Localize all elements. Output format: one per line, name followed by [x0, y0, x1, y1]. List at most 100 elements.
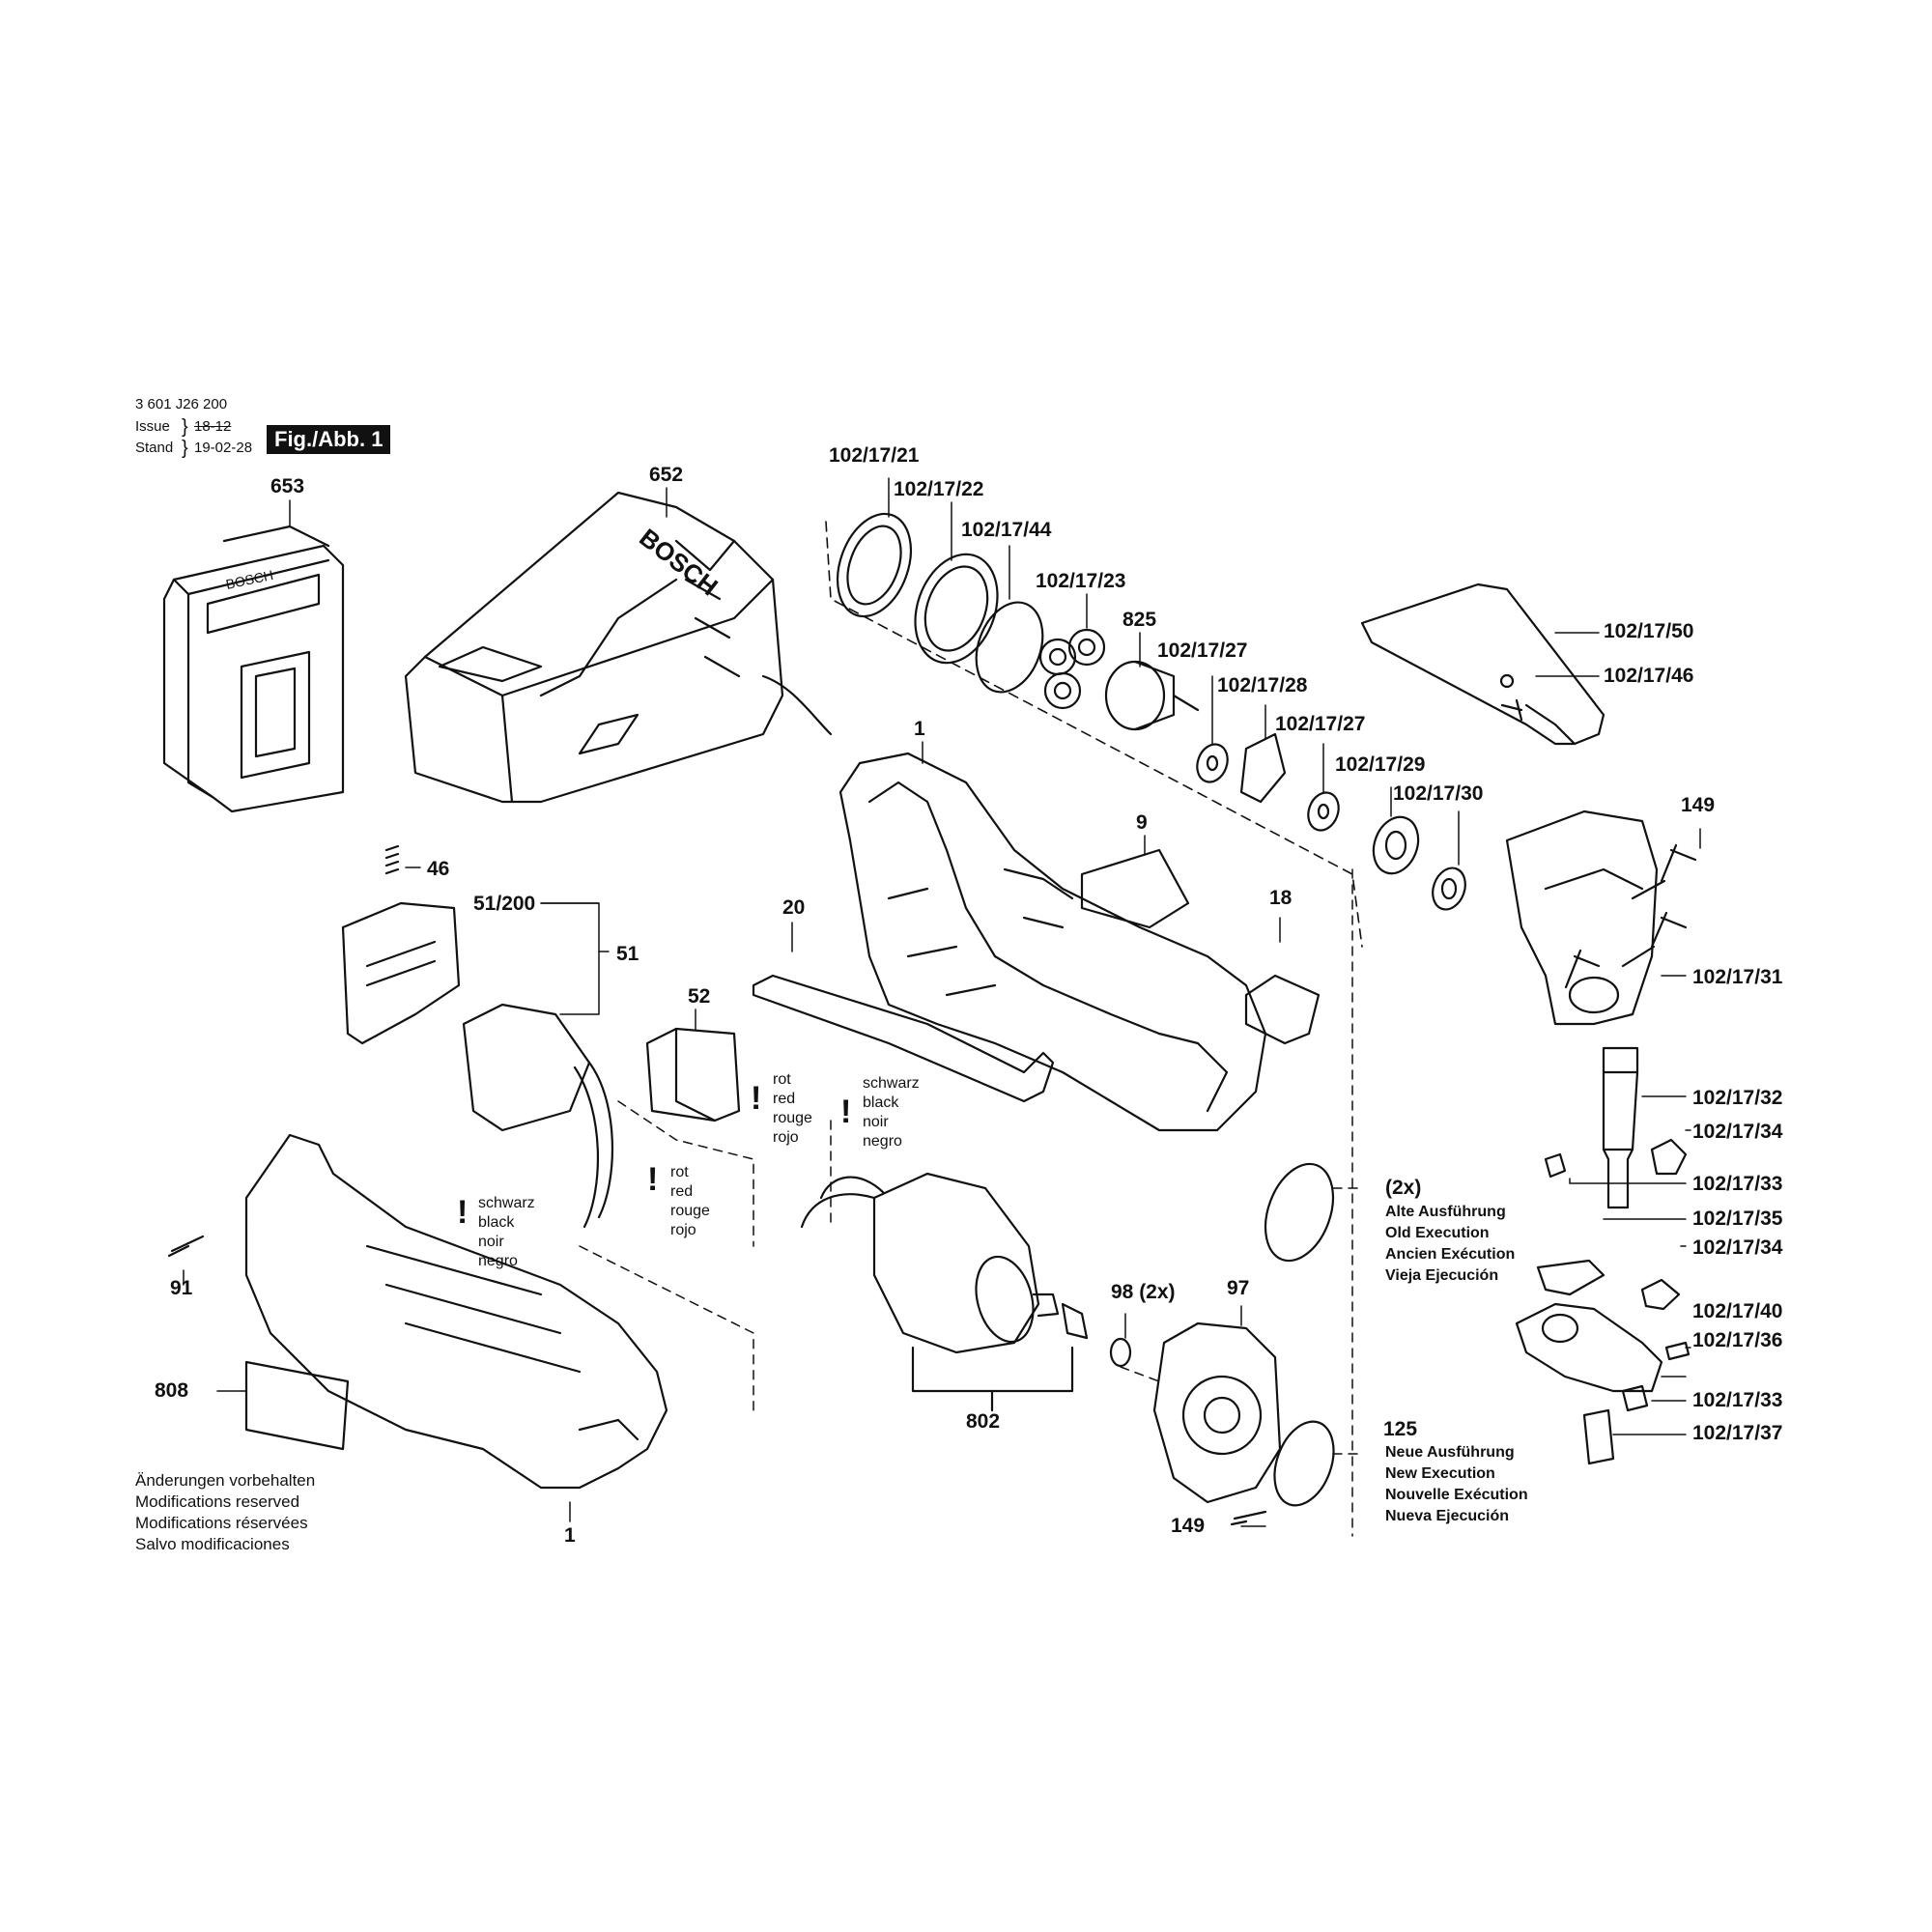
wire-black-motor-es: negro	[863, 1133, 902, 1150]
part-91: 91	[170, 1277, 193, 1299]
angle-head	[1505, 810, 1659, 1026]
new-execution-de: Neue Ausführung	[1385, 1444, 1515, 1461]
assembly-lines	[579, 868, 1363, 1537]
wire-black-fr: noir	[478, 1234, 504, 1250]
brace-icon-2: }	[182, 438, 188, 459]
part-102-17-46: 102/17/46	[1604, 665, 1694, 687]
wire-label-red-left: rot red rouge rojo	[670, 1163, 710, 1240]
bracket-51-200	[341, 901, 461, 1045]
die-plate-102-17-35	[1536, 1259, 1605, 1296]
motor-bracket-line	[911, 1346, 1074, 1393]
part-102-17-33b: 102/17/33	[1692, 1389, 1783, 1411]
new-execution-en: New Execution	[1385, 1465, 1495, 1482]
brace-icon: }	[182, 416, 188, 438]
screw-149-b	[1621, 911, 1688, 968]
part-102-17-27b: 102/17/27	[1275, 713, 1366, 735]
switch-51	[462, 1003, 614, 1229]
footer-notes: Änderungen vorbehalten Modifications res…	[135, 1470, 315, 1555]
doc-number: 3 601 J26 200	[135, 396, 228, 412]
part-102-17-37: 102/17/37	[1692, 1422, 1783, 1444]
slider-18	[1244, 974, 1321, 1045]
part-102-17-40: 102/17/40	[1692, 1300, 1783, 1322]
wire-label-red-motor: rot red rouge rojo	[773, 1070, 812, 1148]
motor	[800, 1172, 1089, 1354]
wire-black-motor-en: black	[863, 1094, 899, 1111]
wire-red-motor-de: rot	[773, 1071, 791, 1088]
part-51: 51	[616, 943, 639, 965]
part-149-top: 149	[1681, 794, 1716, 816]
charger-652: BOSCH	[404, 491, 833, 804]
part-102-17-30: 102/17/30	[1393, 782, 1484, 805]
part-9: 9	[1136, 811, 1148, 834]
screw-149-a	[1631, 843, 1697, 900]
part-46: 46	[427, 858, 450, 880]
battery-pack-653: BOSCH	[162, 525, 345, 813]
label-808	[244, 1360, 350, 1451]
old-die-disc	[1264, 1162, 1335, 1263]
housing-half-top	[838, 752, 1267, 1132]
warning-icon-red-left: !	[647, 1161, 659, 1198]
old-execution-es: Vieja Ejecución	[1385, 1267, 1499, 1284]
component-52	[645, 1027, 741, 1122]
part-102-17-34a: 102/17/34	[1692, 1121, 1783, 1143]
blade-102-17-34a	[1650, 1138, 1688, 1176]
part-20: 20	[782, 896, 806, 919]
old-execution-en: Old Execution	[1385, 1225, 1490, 1241]
wire-black-motor-fr: noir	[863, 1114, 889, 1130]
spring-46	[384, 844, 400, 875]
part-102-17-31: 102/17/31	[1692, 966, 1783, 988]
label-9	[1080, 848, 1190, 929]
wire-red-de: rot	[670, 1164, 689, 1180]
switch-rod-20	[752, 974, 1055, 1103]
stand-label: Stand	[135, 440, 174, 456]
screw-102-17-40	[1664, 1341, 1690, 1361]
gear-housing-97	[1152, 1321, 1282, 1504]
leader-lines	[183, 477, 1701, 1527]
issue-label: Issue	[135, 418, 170, 435]
part-18: 18	[1269, 887, 1293, 909]
part-102-17-27a: 102/17/27	[1157, 639, 1248, 662]
part-102-17-34b: 102/17/34	[1692, 1236, 1783, 1259]
part-102-17-36: 102/17/36	[1692, 1329, 1783, 1351]
new-execution-note: Neue Ausführung New Execution Nouvelle E…	[1385, 1442, 1528, 1527]
part-1-bottom: 1	[564, 1524, 576, 1547]
figure-label: Fig./Abb. 1	[267, 425, 391, 454]
part-1-top: 1	[914, 718, 925, 740]
part-102-17-44: 102/17/44	[961, 519, 1052, 541]
screw-149-bottom	[1230, 1510, 1267, 1526]
screw-149-c	[1564, 949, 1601, 989]
wire-red-en: red	[670, 1183, 694, 1200]
part-652: 652	[649, 464, 684, 486]
screw-102-17-33b	[1621, 1384, 1649, 1412]
part-825: 825	[1122, 609, 1157, 631]
wire-label-black-left: schwarz black noir negro	[478, 1194, 535, 1271]
wire-black-en: black	[478, 1214, 515, 1231]
warning-icon-black-left: !	[457, 1194, 469, 1231]
wire-black-es: negro	[478, 1253, 518, 1269]
wire-red-motor-es: rojo	[773, 1129, 799, 1146]
part-102-17-32: 102/17/32	[1692, 1087, 1783, 1109]
screw-91	[167, 1235, 205, 1258]
warning-icon-black-motor: !	[840, 1094, 852, 1130]
cover-plate	[1360, 582, 1605, 746]
new-execution-fr: Nouvelle Exécution	[1385, 1487, 1528, 1503]
wire-black-de: schwarz	[478, 1195, 535, 1211]
old-execution-de: Alte Ausführung	[1385, 1204, 1506, 1220]
charger-logo: BOSCH	[634, 523, 723, 601]
part-2x: (2x)	[1385, 1177, 1422, 1199]
part-102-17-28: 102/17/28	[1217, 674, 1308, 696]
part-102-17-23: 102/17/23	[1036, 570, 1126, 592]
die-holder	[1515, 1302, 1663, 1393]
washer-98	[1109, 1337, 1132, 1368]
gear-rings	[825, 512, 1466, 948]
wire-red-es: rojo	[670, 1222, 696, 1238]
part-51-200: 51/200	[473, 893, 536, 915]
part-125: 125	[1383, 1418, 1418, 1440]
footer-note-fr: Modifications réservées	[135, 1514, 308, 1532]
wire-red-motor-fr: rouge	[773, 1110, 812, 1126]
wire-red-motor-en: red	[773, 1091, 796, 1107]
punch-102-17-37	[1582, 1408, 1615, 1465]
screw-102-17-33a	[1544, 1152, 1567, 1179]
new-execution-es: Nueva Ejecución	[1385, 1508, 1510, 1524]
